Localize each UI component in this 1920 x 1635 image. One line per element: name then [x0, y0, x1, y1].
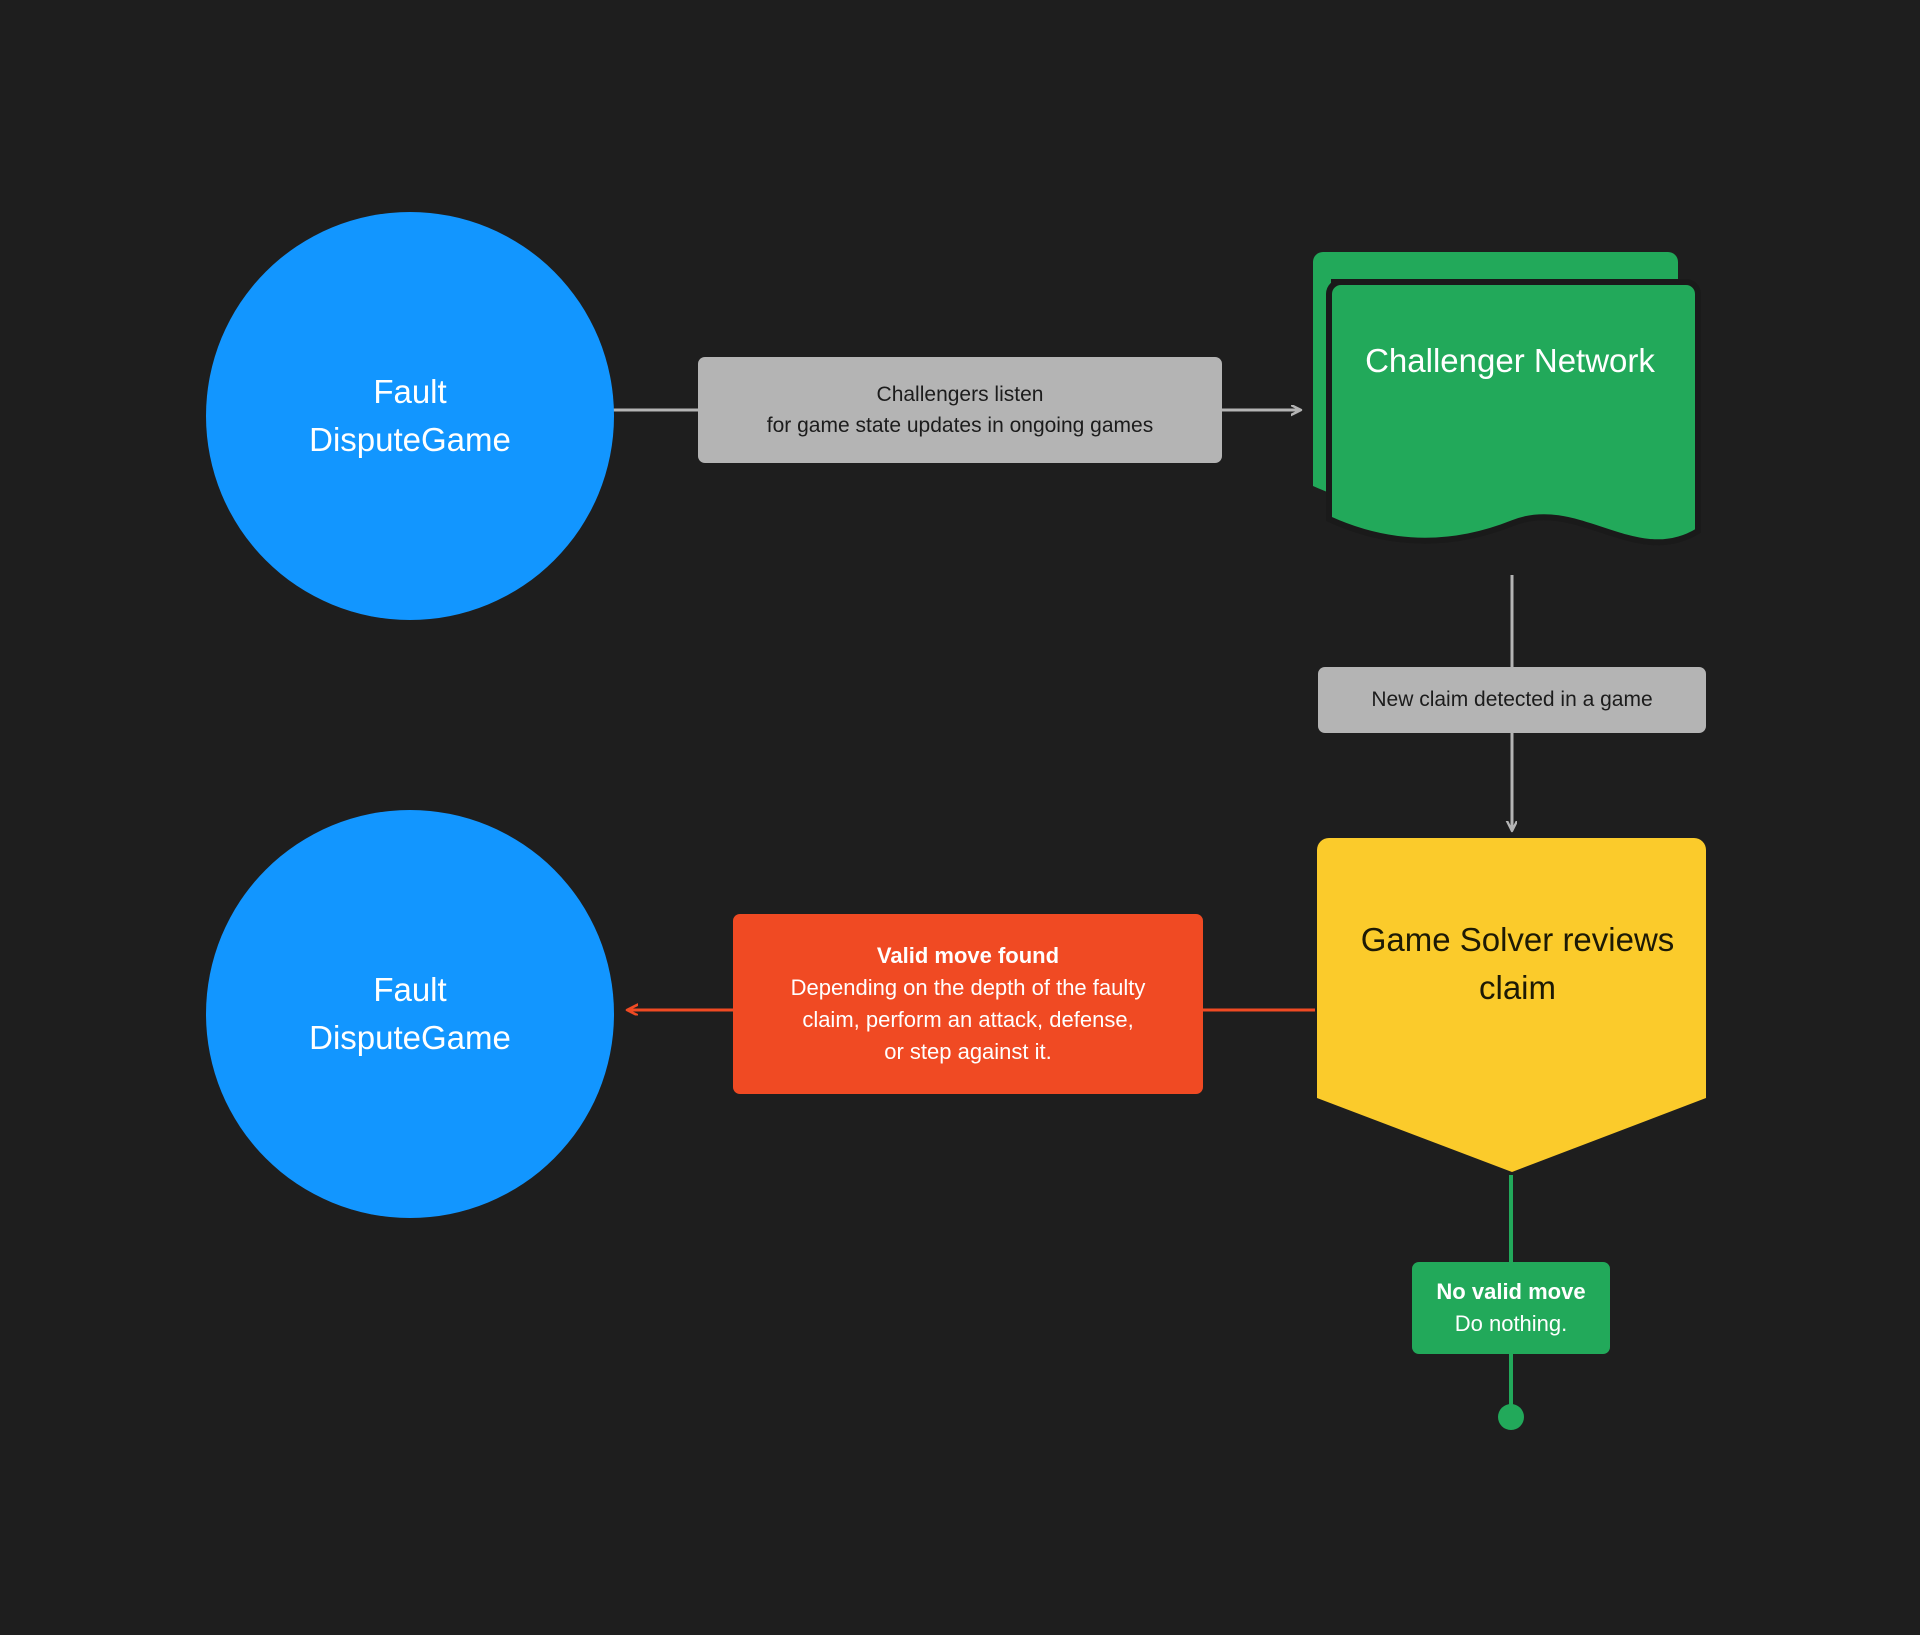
edge-label-challengers-listen-line2: for game state updates in ongoing games	[766, 414, 1154, 437]
edge-label-no-valid-move-line2: Do nothing.	[1454, 1311, 1568, 1336]
edge-label-challengers-listen-line1: Challengers listen	[876, 382, 1044, 406]
edge-label-valid-move-found-line4: or step against it.	[884, 1038, 1052, 1064]
node-challenger-network[interactable]: Challenger Network	[1320, 255, 1700, 545]
edge-label-challengers-listen: Challengers listen for game state update…	[698, 357, 1222, 463]
node-challenger-network-line2: Network	[1533, 342, 1655, 379]
node-game-solver-text: Game Solver reviews claim	[1329, 916, 1706, 1012]
node-fault-disputegame-top-line2: DisputeGame	[309, 421, 511, 458]
edge-label-no-valid-move: No valid move Do nothing.	[1412, 1262, 1610, 1354]
node-game-solver-line2: reviews claim	[1478, 921, 1675, 1006]
node-fault-disputegame-top-line1: Fault	[373, 373, 447, 411]
node-game-solver[interactable]: Game Solver reviews claim	[1329, 838, 1706, 1172]
edge-label-valid-move-found-line2: Depending on the depth of the faulty	[790, 975, 1146, 1001]
edge-label-no-valid-move-title: No valid move	[1436, 1279, 1586, 1305]
edge-label-new-claim-detected-line1: New claim detected in a game	[1371, 688, 1653, 712]
edge-label-valid-move-found-title: Valid move found	[876, 943, 1060, 969]
game-solver-pentagon	[1317, 838, 1706, 1172]
edge-label-valid-move-found: Valid move found Depending on the depth …	[733, 914, 1203, 1094]
edge-label-valid-move-found-line3: claim, perform an attack, defense,	[802, 1007, 1134, 1032]
challenger-network-shape[interactable]	[1313, 252, 1701, 546]
node-challenger-network-line1: Challenger	[1365, 342, 1525, 379]
node-fault-disputegame-bottom-line2: DisputeGame	[309, 1019, 511, 1056]
terminal-dot	[1498, 1404, 1524, 1430]
game-solver-shape[interactable]	[1317, 838, 1706, 1172]
edge-label-new-claim-detected: New claim detected in a game	[1318, 667, 1706, 733]
node-fault-disputegame-top[interactable]: Fault DisputeGame	[206, 212, 614, 620]
node-fault-disputegame-bottom-line1: Fault	[373, 971, 447, 1009]
challenger-network-front-sheet	[1326, 279, 1701, 546]
node-game-solver-line1: Game Solver	[1360, 921, 1554, 958]
node-challenger-network-text: Challenger Network	[1320, 337, 1700, 385]
node-fault-disputegame-bottom[interactable]: Fault DisputeGame	[206, 810, 614, 1218]
